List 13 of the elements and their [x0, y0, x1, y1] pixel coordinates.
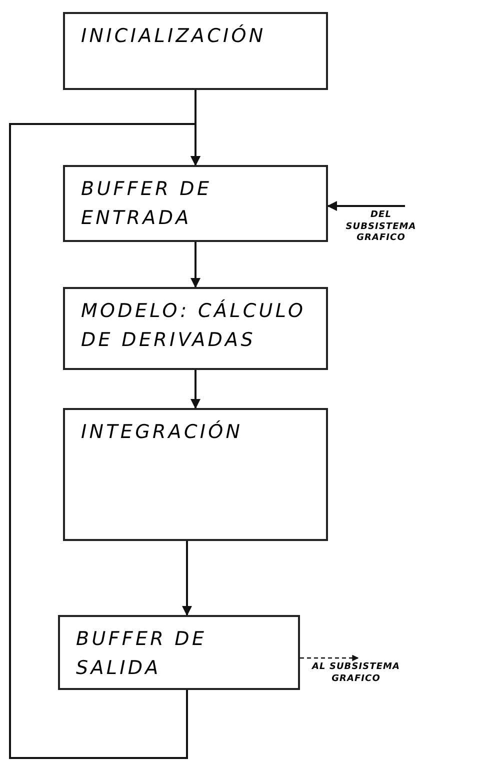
arrow	[190, 370, 200, 409]
process-box: MODELO: CÁLCULO DE DERIVADAS	[63, 287, 328, 370]
process-box: INICIALIZACIÓN	[63, 12, 328, 90]
process-box: BUFFER DE SALIDA	[58, 615, 300, 690]
side-note: AL SUBSISTEMA GRAFICO	[310, 658, 402, 692]
arrow	[300, 654, 359, 662]
process-box: BUFFER DE ENTRADA	[63, 165, 328, 242]
arrow	[190, 242, 200, 288]
arrow	[327, 201, 405, 211]
process-box: INTEGRACIÓN	[63, 408, 328, 541]
arrow	[9, 123, 200, 759]
side-note: DEL SUBSISTEMA GRAFICO	[335, 206, 427, 250]
arrow	[182, 541, 192, 616]
